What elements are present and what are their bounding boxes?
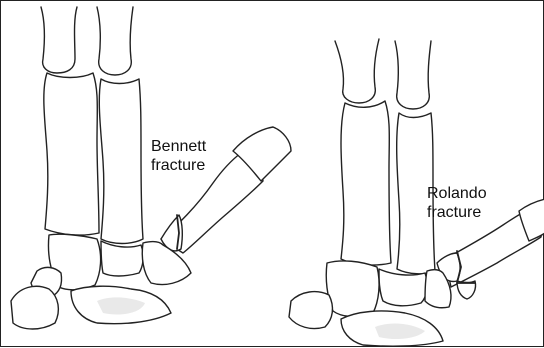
metacarpal-right-a-shaft xyxy=(341,101,391,265)
carpal-left-6 xyxy=(11,286,58,329)
bennett-fracture-label: Bennett fracture xyxy=(151,137,206,175)
carpal-left-2 xyxy=(101,241,143,276)
right-hand-diagram xyxy=(289,39,544,346)
metacarpal-right-b xyxy=(395,41,431,109)
carpal-right-2 xyxy=(379,269,427,306)
carpal-right-1 xyxy=(326,261,379,317)
metacarpal-left-b-shaft xyxy=(99,79,143,244)
metacarpal-left-b xyxy=(97,7,133,75)
carpal-right-4 xyxy=(289,292,332,329)
rolando-fracture-label: Rolando fracture xyxy=(427,184,487,222)
metacarpal-right-a xyxy=(335,39,379,103)
metacarpal-left-a xyxy=(41,7,77,73)
metacarpal-left-a-shaft xyxy=(44,73,99,235)
